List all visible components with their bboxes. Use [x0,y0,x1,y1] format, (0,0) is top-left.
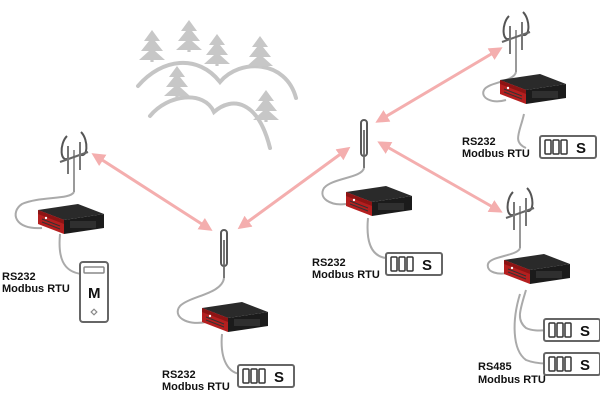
cable [14,191,75,230]
wireless-links [91,47,503,231]
cable [58,233,83,275]
device-letter: S [580,357,590,374]
router-icon [503,253,571,285]
yagi-antenna-icon [59,131,89,193]
device-letter: S [576,140,586,157]
slave-device-icon: S [237,364,295,388]
tree-icon [204,34,230,66]
cable [176,277,225,324]
wireless-link [91,153,213,231]
node-slave: RS232 Modbus RTU S [462,11,597,160]
tree-icon [176,20,202,52]
slave-device-icon: S [543,318,600,342]
node-label-protocol: Modbus RTU [2,283,70,295]
wireless-link [377,141,503,213]
node-master: RS232 Modbus RTU M [2,131,109,323]
tree-icon [253,90,279,122]
node-label-protocol: Modbus RTU [478,374,546,386]
hills-icon [136,60,298,150]
node-slave: RS232 Modbus RTU S [312,119,443,281]
cable [482,71,517,103]
router-icon [201,301,269,333]
node-label-interface: RS485 [478,361,512,373]
tree-icon [247,36,273,68]
cable [517,113,527,149]
slave-device-icon: S [539,135,597,159]
cable [366,217,387,259]
yagi-antenna-icon [501,11,531,73]
node-label-protocol: Modbus RTU [312,269,380,281]
node-label-interface: RS232 [462,136,496,148]
node-label-protocol: Modbus RTU [162,381,230,393]
node-label-interface: RS232 [2,271,36,283]
node-slave: S RS485 Modbus RTU S [478,187,600,386]
tree-icon [164,66,190,98]
node-label-interface: RS232 [162,369,196,381]
landscape [136,20,298,150]
node-slave: RS232 Modbus RTU S [162,229,295,393]
slave-device-icon: S [543,352,600,376]
tree-icon [139,30,165,62]
omni-antenna-icon [360,119,368,169]
router-icon [345,185,413,217]
device-letter: S [274,369,284,386]
device-letter: M [88,285,101,302]
router-icon [37,203,105,235]
wireless-link [237,146,351,230]
device-letter: S [580,323,590,340]
node-label-interface: RS232 [312,257,346,269]
master-pc-icon: M [79,261,109,323]
yagi-antenna-icon [505,187,535,249]
node-label-protocol: Modbus RTU [462,148,530,160]
slave-device-icon: S [385,252,443,276]
wireless-link [375,47,503,123]
device-letter: S [422,257,432,274]
cable [321,167,365,206]
cable [220,333,241,375]
omni-antenna-icon [220,229,228,279]
cable [486,247,521,275]
